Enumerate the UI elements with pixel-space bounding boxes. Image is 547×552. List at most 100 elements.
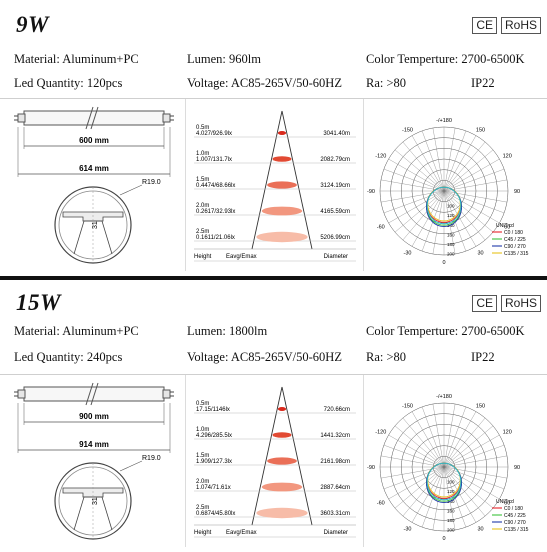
cone-ellipse xyxy=(256,507,308,519)
polar-spoke xyxy=(388,434,445,468)
polar-spoke xyxy=(432,403,445,468)
footer-eavg-emax: Eavg/Emax xyxy=(226,254,257,260)
cone-diameter-label: 2887.64cm xyxy=(320,485,350,491)
polar-spoke xyxy=(443,190,486,241)
cone-eavg-label: 0.1611/21.06lx xyxy=(196,235,235,241)
polar-spoke xyxy=(411,135,445,192)
rohs-badge: RoHS xyxy=(500,295,541,312)
spec-ra: Ra: >80 xyxy=(366,350,407,364)
footer-diameter: Diameter xyxy=(324,530,348,536)
polar-spoke xyxy=(443,158,500,192)
polar-spoke xyxy=(380,455,445,468)
cone-diameter-label: 3603.31cm xyxy=(320,511,350,517)
polar-radial-label: 160 xyxy=(447,508,455,513)
legend-label: UNIT:cd xyxy=(496,499,514,505)
certification-badges: CE RoHS xyxy=(472,17,541,34)
polar-spoke xyxy=(402,466,445,517)
polar-spoke xyxy=(443,444,505,468)
polar-angle-label: -30 xyxy=(404,526,412,532)
polar-spoke xyxy=(443,190,505,214)
polar-radial-label: 100 xyxy=(447,204,455,209)
spec-voltage: Voltage: AC85-265V/50-60HZ xyxy=(187,76,342,90)
cone-diameter-label: 1441.32cm xyxy=(320,433,350,439)
polar-spoke xyxy=(394,190,445,233)
polar-spoke xyxy=(394,149,445,192)
polar-spoke xyxy=(402,141,445,192)
outer-length-label: 914 mm xyxy=(79,440,109,449)
radius-label: R19.0 xyxy=(142,455,161,462)
polar-angle-label: -60 xyxy=(377,501,385,507)
polar-angle-label: 150 xyxy=(476,404,485,410)
spec-led-quantity: Led Quantity: 120pcs xyxy=(14,76,123,90)
cone-eavg-label: 4.296/285.5lx xyxy=(196,433,232,439)
polar-angle-label: 150 xyxy=(476,128,485,134)
polar-spoke xyxy=(443,149,494,192)
tube-icon xyxy=(14,106,174,130)
polar-spoke xyxy=(443,466,500,500)
polar-radial-label: 120 xyxy=(447,489,455,494)
cone-diameter-label: 3124.19cm xyxy=(320,183,350,189)
height-label: 31 xyxy=(92,221,99,229)
cone-lines xyxy=(194,110,356,262)
polar-spoke xyxy=(443,135,477,192)
legend-label: UNIT:cd xyxy=(496,223,514,229)
rohs-badge: RoHS xyxy=(500,17,541,34)
polar-radial-label: 180 xyxy=(447,518,455,523)
polar-spoke xyxy=(443,168,505,192)
polar-spoke xyxy=(411,466,445,523)
tube-icon xyxy=(14,382,174,406)
polar-angle-label: -150 xyxy=(402,404,413,410)
cone-ellipse xyxy=(272,432,292,438)
cone-eavg-label: 1.909/127.3lx xyxy=(196,459,232,465)
polar-angle-label: 30 xyxy=(477,526,483,532)
tube-cross-section-icon xyxy=(54,184,143,264)
spec-material: Material: Aluminum+PC xyxy=(14,324,139,338)
polar-angle-label: 120 xyxy=(503,154,512,160)
polar-spoke xyxy=(443,190,508,203)
polar-angle-label: -/+180 xyxy=(436,118,452,124)
cone-ellipse xyxy=(267,457,297,465)
cone-ellipse xyxy=(256,231,308,243)
polar-spoke xyxy=(394,466,445,509)
polar-spoke xyxy=(380,190,445,203)
inner-length-label: 900 mm xyxy=(79,412,109,421)
polar-spoke xyxy=(411,411,445,468)
legend-label: C135 / 315 xyxy=(504,251,529,257)
certification-badges: CE RoHS xyxy=(472,295,541,312)
polar-spoke xyxy=(443,425,494,468)
polar-spoke xyxy=(443,141,486,192)
cone-diameter-label: 2161.98cm xyxy=(320,459,350,465)
tube-dimension-drawing: 600 mm 614 mm R19.0 31 xyxy=(0,99,185,271)
polar-spoke xyxy=(443,190,477,247)
polar-angle-label: 90 xyxy=(514,465,520,471)
polar-angle-label: -90 xyxy=(367,189,375,195)
polar-spoke xyxy=(388,158,445,192)
polar-spoke xyxy=(402,190,445,241)
polar-spoke xyxy=(443,434,500,468)
polar-spoke xyxy=(380,466,445,479)
polar-spoke xyxy=(443,466,486,517)
cone-eavg-label: 4.027/926.9lx xyxy=(196,131,232,137)
footer-height: Height xyxy=(194,254,212,260)
radius-label: R19.0 xyxy=(142,179,161,186)
footer-height: Height xyxy=(194,530,212,536)
cone-diameter-label: 720.66cm xyxy=(324,407,350,413)
polar-spoke xyxy=(443,466,477,523)
polar-spoke xyxy=(421,406,445,468)
polar-spoke xyxy=(411,190,445,247)
spec-led-quantity: Led Quantity: 240pcs xyxy=(14,350,123,364)
divider xyxy=(0,98,547,99)
polar-spoke xyxy=(383,466,445,490)
cone-ellipse xyxy=(261,482,303,492)
legend-label: C0 / 180 xyxy=(504,230,523,236)
cone-diameter-label: 2082.79cm xyxy=(320,157,350,163)
polar-spoke xyxy=(443,466,505,490)
spec-lumen: Lumen: 960lm xyxy=(187,52,261,66)
cone-eavg-label: 0.6874/45.80lx xyxy=(196,511,235,517)
polar-spoke xyxy=(443,127,456,192)
cone-ellipse xyxy=(277,131,287,135)
